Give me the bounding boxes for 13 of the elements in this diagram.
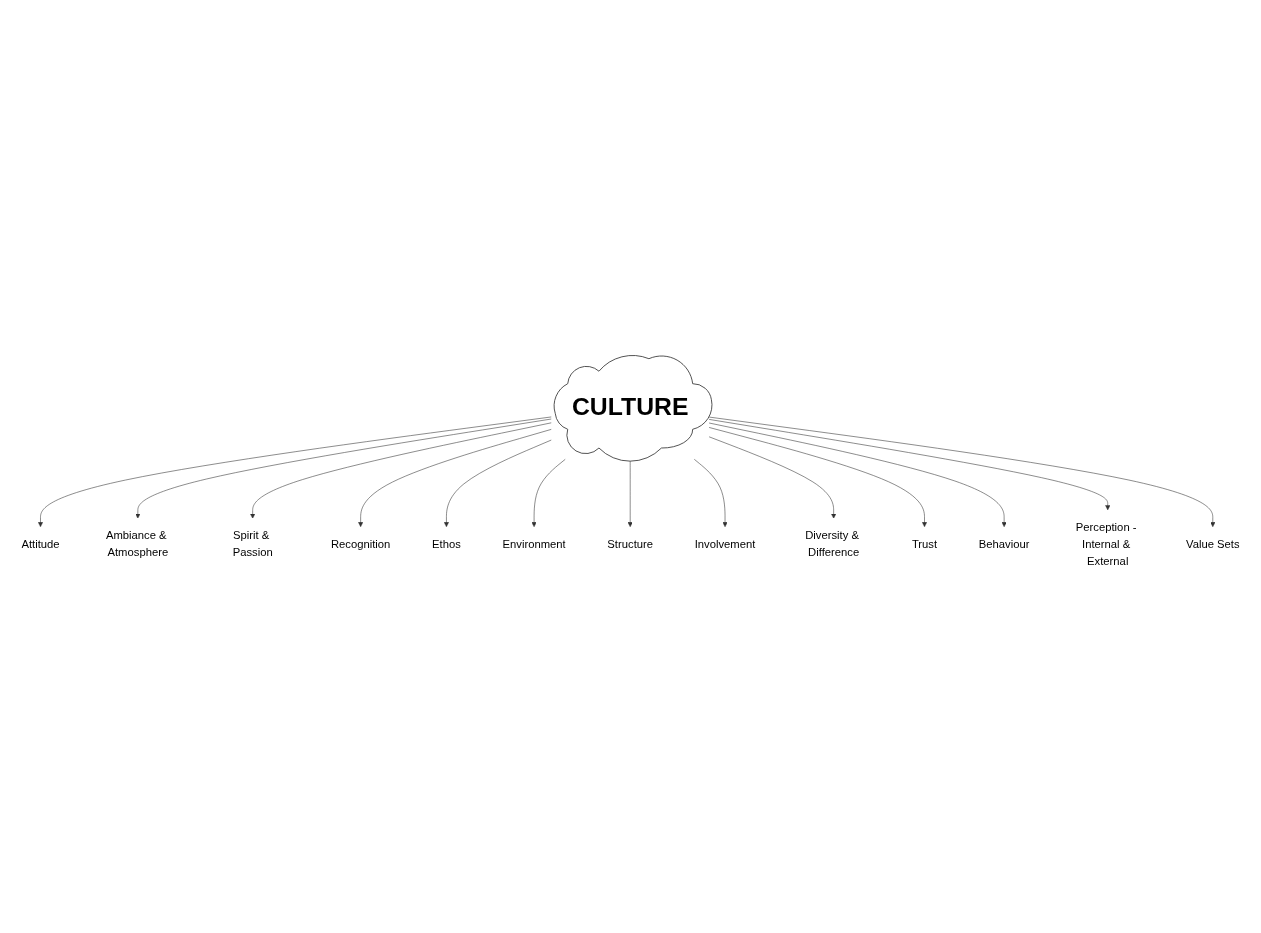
node-text: Diversity & Difference xyxy=(805,529,860,559)
node-text: Value Sets xyxy=(1185,537,1240,550)
node-text: Trust xyxy=(911,537,938,550)
node-text: Involvement xyxy=(694,537,756,550)
node-text: Spirit & Passion xyxy=(232,529,273,559)
node-text: Ethos xyxy=(432,537,461,550)
node-text: Perception - Internal & External xyxy=(1075,520,1137,567)
node-text: Recognition xyxy=(330,537,391,550)
node-text: Ambiance & Atmosphere xyxy=(105,529,169,559)
node-text: Structure xyxy=(607,537,654,550)
node-text: Environment xyxy=(502,537,566,550)
node-text: Behaviour xyxy=(978,537,1030,550)
node-text: Attitude xyxy=(21,537,60,550)
